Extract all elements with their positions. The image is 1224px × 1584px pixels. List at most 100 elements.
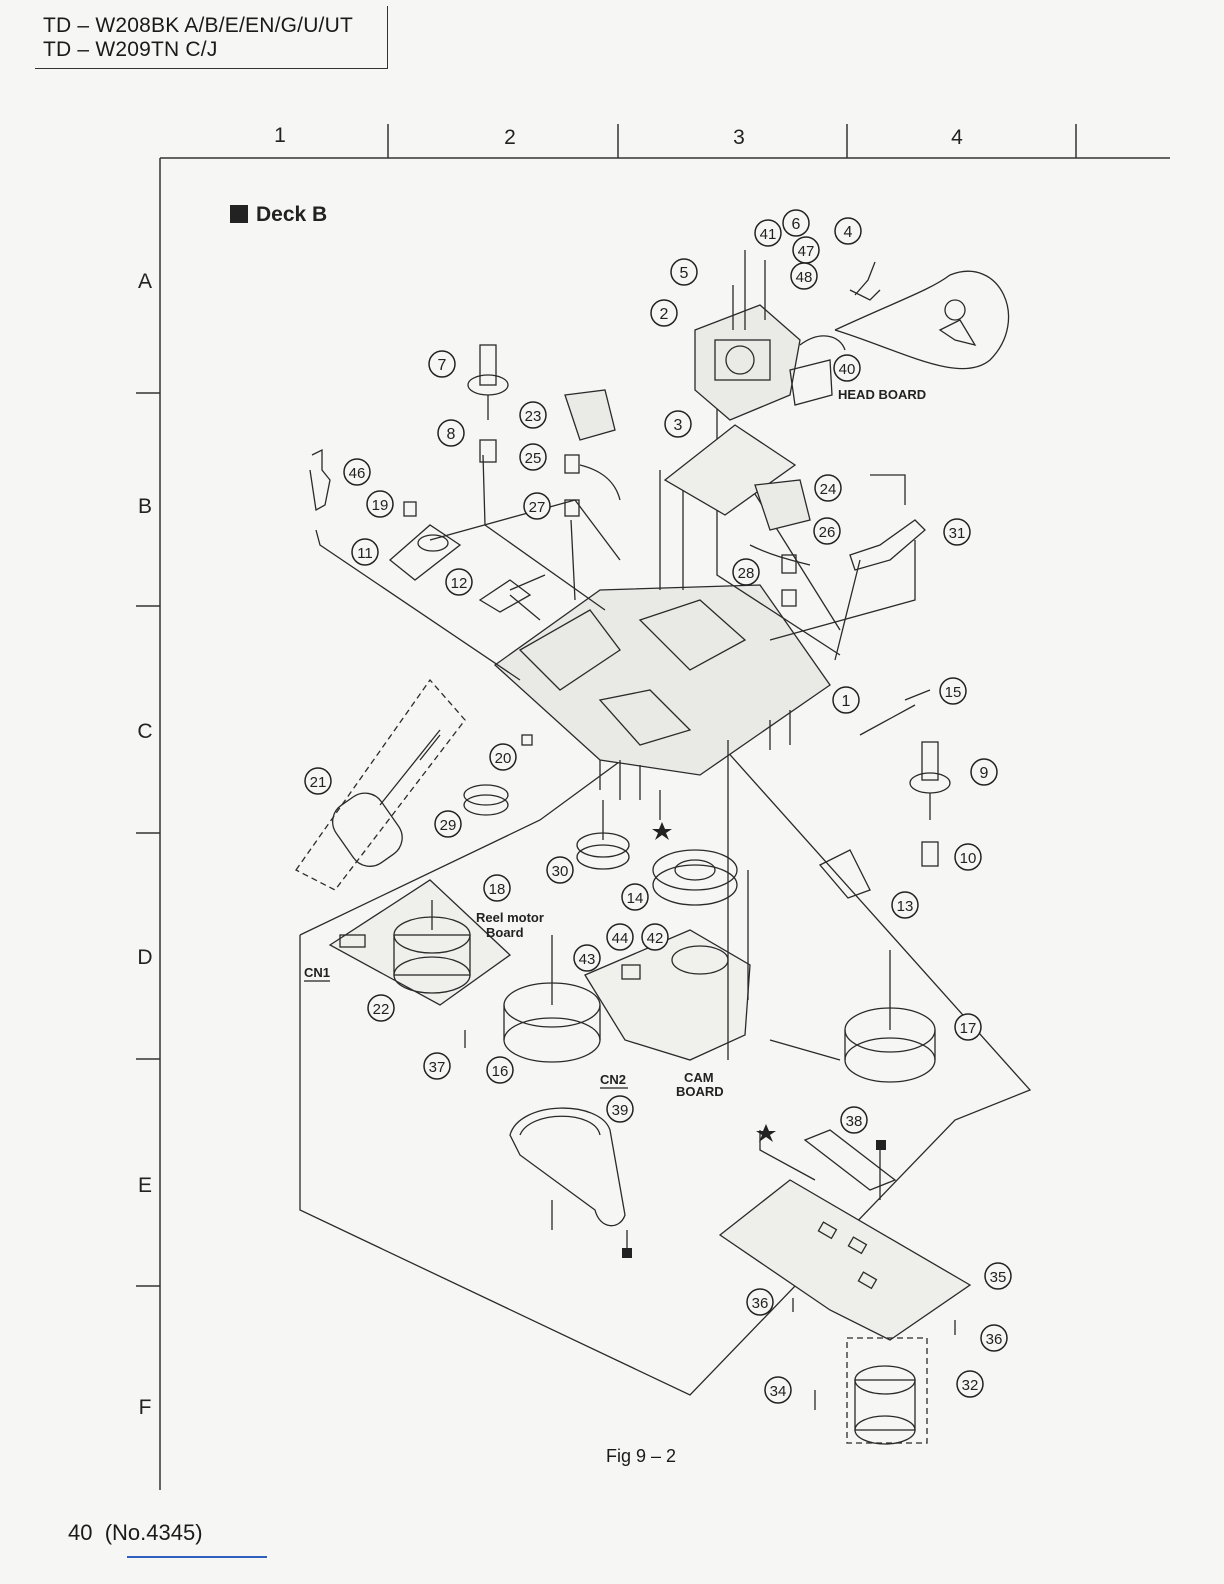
callout-36: 36 [747,1289,773,1315]
callout-number: 44 [612,930,629,947]
page-footer: 40 (No.4345) [68,1520,203,1546]
grid-frame [136,124,1170,1490]
grid-col-4: 4 [951,126,963,149]
callout-18: 18 [484,875,510,901]
callout-number: 7 [438,357,447,374]
head-board-label: HEAD BOARD [838,387,926,402]
callout-number: 1 [842,693,851,710]
callout-number: 39 [612,1102,629,1119]
callout-number: 43 [579,951,596,968]
callout-number: 32 [962,1377,979,1394]
grid-row-d: D [137,946,152,969]
callout-number: 41 [760,226,777,243]
callout-number: 28 [738,565,755,582]
callout-number: 24 [820,481,837,498]
callout-number: 30 [552,863,569,880]
callout-24: 24 [815,475,841,501]
figure-caption: Fig 9 – 2 [606,1446,676,1467]
grid-row-a: A [138,270,152,293]
grid-col-3: 3 [733,126,745,149]
callout-number: 13 [897,898,914,915]
callout-43: 43 [574,945,600,971]
callout-number: 46 [349,465,366,482]
callout-number: 23 [525,408,542,425]
document-number: (No.4345) [105,1520,203,1545]
callout-39: 39 [607,1096,633,1122]
callout-36: 36 [981,1325,1007,1351]
callout-17: 17 [955,1014,981,1040]
callout-number: 10 [960,850,977,867]
callout-35: 35 [985,1263,1011,1289]
callout-14: 14 [622,884,648,910]
callout-number: 29 [440,817,457,834]
callout-number: 36 [752,1295,769,1312]
callout-7: 7 [429,351,455,377]
cam-board-label-1: CAM [684,1070,714,1085]
callout-4: 4 [835,218,861,244]
callout-13: 13 [892,892,918,918]
callout-3: 3 [665,411,691,437]
cam-board-label-2: BOARD [676,1084,724,1099]
callout-37: 37 [424,1053,450,1079]
callout-23: 23 [520,402,546,428]
callout-31: 31 [944,519,970,545]
callout-9: 9 [971,759,997,785]
section-title: Deck B [256,203,327,226]
grid-row-e: E [138,1174,152,1197]
cn2-label: CN2 [600,1072,626,1087]
reel-motor-board-label-2: Board [486,925,524,940]
callout-29: 29 [435,811,461,837]
callout-number: 6 [792,216,801,233]
callout-42: 42 [642,924,668,950]
callout-number: 31 [949,525,966,542]
callout-22: 22 [368,995,394,1021]
callout-11: 11 [352,539,378,565]
callout-number: 19 [372,497,389,514]
callout-number: 16 [492,1063,509,1080]
callout-25: 25 [520,444,546,470]
callout-38: 38 [841,1107,867,1133]
callout-15: 15 [940,678,966,704]
callout-32: 32 [957,1371,983,1397]
callout-number: 22 [373,1001,390,1018]
callout-number: 12 [451,575,468,592]
callout-number: 40 [839,361,856,378]
callout-number: 17 [960,1020,977,1037]
callout-number: 36 [986,1331,1003,1348]
mechanism-drawing [296,250,1030,1444]
section-title-square [230,205,248,223]
callout-1: 1 [833,687,859,713]
callout-number: 42 [647,930,664,947]
cn1-label: CN1 [304,965,330,980]
callout-40: 40 [834,355,860,381]
callout-20: 20 [490,744,516,770]
callout-8: 8 [438,420,464,446]
callout-21: 21 [305,768,331,794]
reel-motor-board-label-1: Reel motor [476,910,544,925]
callout-46: 46 [344,459,370,485]
callout-27: 27 [524,493,550,519]
callout-number: 3 [674,417,683,434]
callout-number: 4 [844,224,853,241]
callout-number: 8 [447,426,456,443]
callout-number: 2 [660,306,669,323]
callout-10: 10 [955,844,981,870]
callout-number: 34 [770,1383,787,1400]
callout-41: 41 [755,220,781,246]
callout-number: 25 [525,450,542,467]
callout-47: 47 [793,237,819,263]
callout-2: 2 [651,300,677,326]
callout-26: 26 [814,518,840,544]
callout-number: 26 [819,524,836,541]
callout-number: 48 [796,269,813,286]
callout-number: 37 [429,1059,446,1076]
callout-number: 21 [310,774,327,791]
callout-number: 47 [798,243,815,260]
callout-number: 5 [680,265,689,282]
footer-rule [127,1556,267,1558]
grid-row-f: F [139,1396,152,1419]
callout-number: 35 [990,1269,1007,1286]
callout-number: 15 [945,684,962,701]
callout-30: 30 [547,857,573,883]
